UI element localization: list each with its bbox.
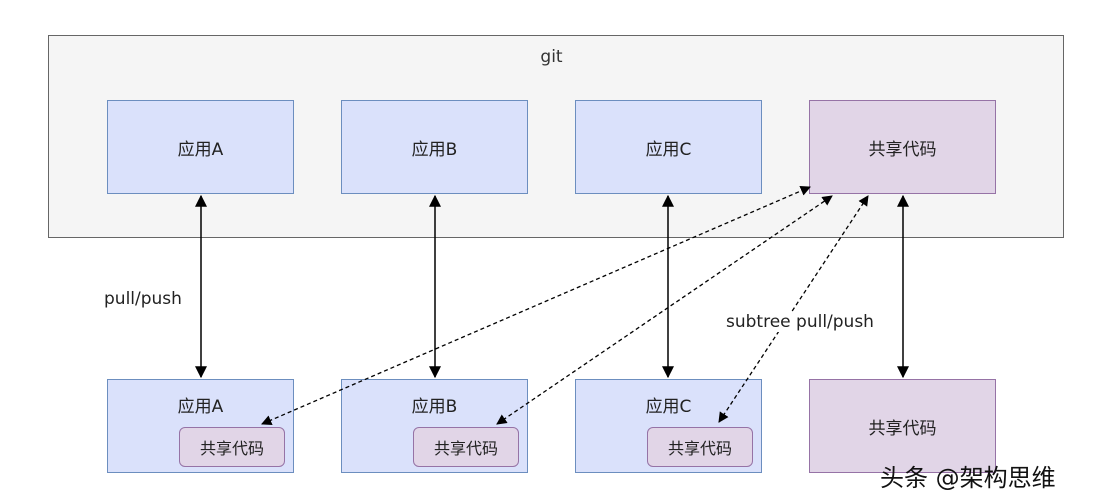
edge-label-subtree: subtree pull/push bbox=[724, 312, 876, 332]
local-app-b-shared-code[interactable]: 共享代码 bbox=[413, 427, 519, 467]
local-app-b-shared-code-label: 共享代码 bbox=[433, 439, 498, 458]
edge-subtree-app-b bbox=[496, 195, 833, 425]
local-node-app-a-label: 应用A bbox=[177, 397, 224, 417]
git-node-app-c-label: 应用C bbox=[645, 139, 692, 160]
edge-subtree-app-a bbox=[261, 185, 811, 426]
git-node-shared-code-label: 共享代码 bbox=[868, 139, 937, 160]
git-label: git bbox=[540, 47, 563, 67]
git-node-app-b-label: 应用B bbox=[411, 139, 458, 160]
git-node-app-a-label: 应用A bbox=[177, 139, 224, 160]
git-node-shared-code[interactable]: 共享代码 bbox=[809, 100, 996, 194]
local-app-a-shared-code-label: 共享代码 bbox=[199, 439, 264, 458]
local-app-c-shared-code-label: 共享代码 bbox=[667, 439, 732, 458]
edge-subtree-app-c bbox=[718, 195, 869, 423]
local-app-a-shared-code[interactable]: 共享代码 bbox=[179, 427, 285, 467]
edge-label-pull-push: pull/push bbox=[102, 289, 184, 309]
local-node-shared-code-label: 共享代码 bbox=[868, 418, 937, 439]
local-app-c-shared-code[interactable]: 共享代码 bbox=[647, 427, 753, 467]
git-node-app-a[interactable]: 应用A bbox=[107, 100, 294, 194]
git-node-app-b[interactable]: 应用B bbox=[341, 100, 528, 194]
watermark: 头条 @架构思维 bbox=[880, 464, 1056, 492]
